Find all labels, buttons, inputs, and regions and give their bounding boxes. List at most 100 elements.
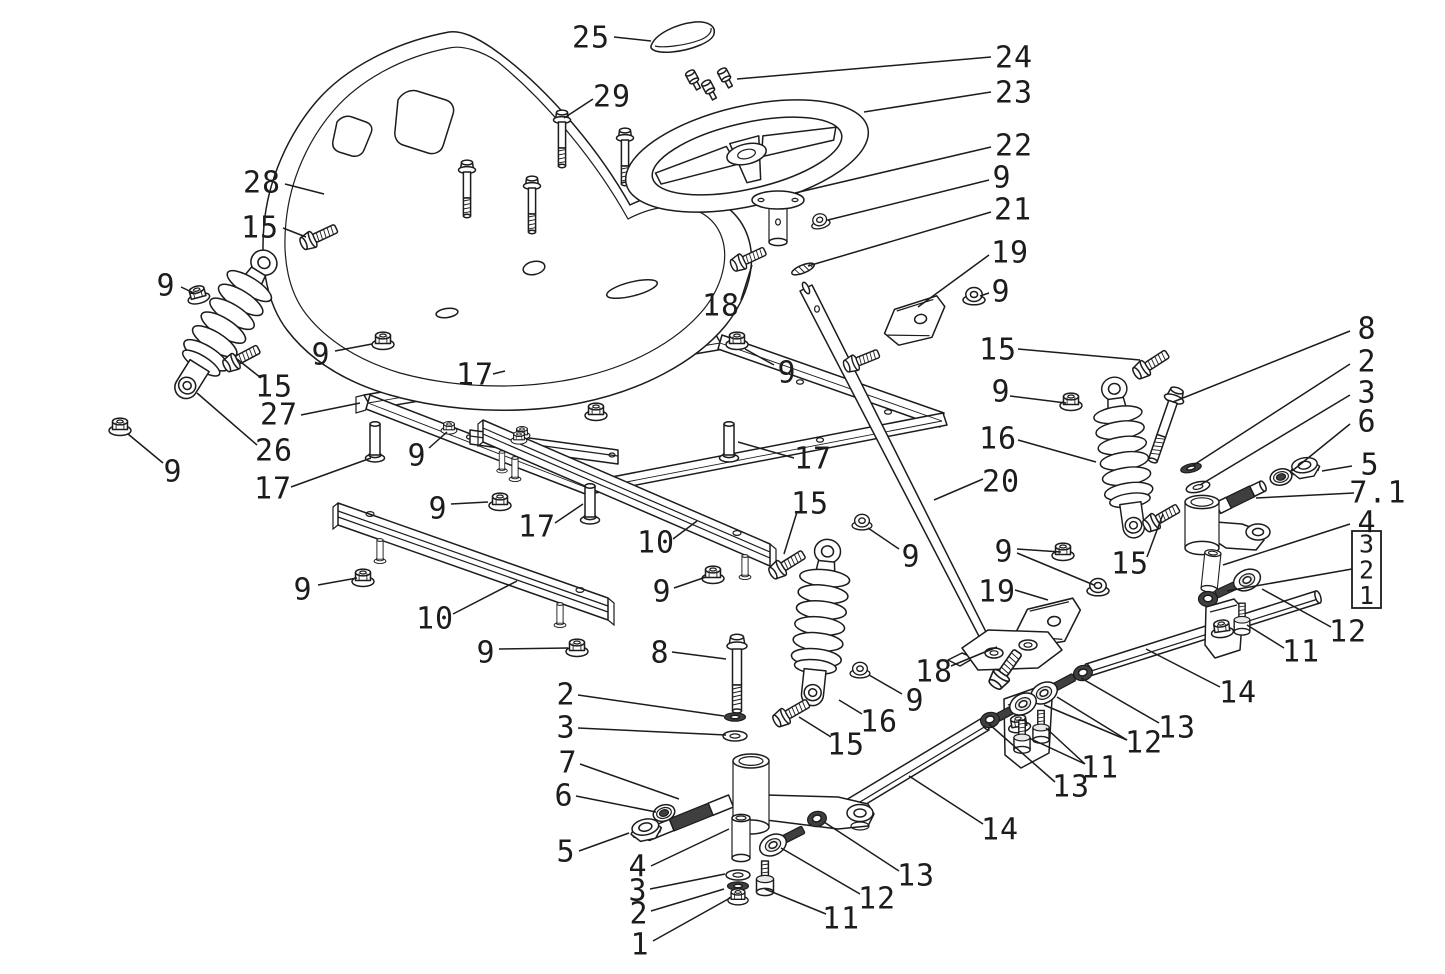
part-label-2: 2 — [629, 897, 648, 932]
flange-nut-9 — [565, 638, 589, 658]
part-label-11: 11 — [1081, 751, 1119, 786]
part-label-9: 9 — [407, 439, 426, 474]
part-label-19: 19 — [991, 236, 1029, 271]
leader-line — [554, 503, 584, 524]
leader-line — [127, 433, 164, 464]
leader-line — [1056, 696, 1128, 741]
leader-line — [300, 402, 361, 416]
hex-nut-5 — [1288, 454, 1322, 481]
leader-line — [577, 727, 727, 736]
part-label-6: 6 — [1357, 405, 1376, 440]
leader-line — [1191, 363, 1351, 467]
seal-6 — [1267, 465, 1295, 489]
leader-line — [1246, 624, 1285, 649]
leader-line — [798, 716, 832, 738]
part-label-15: 15 — [791, 487, 829, 522]
part-label-13: 13 — [1158, 711, 1196, 746]
stacked-parts-box — [1351, 530, 1382, 609]
leader-line — [744, 348, 775, 366]
leader-line — [1146, 513, 1164, 558]
leader-line — [650, 888, 725, 912]
leader-line — [1016, 548, 1062, 553]
flange-nut-9 — [440, 421, 458, 435]
leader-line — [428, 431, 448, 449]
part-label-8: 8 — [1357, 312, 1376, 347]
part-label-20: 20 — [982, 465, 1020, 500]
part-label-9: 9 — [428, 492, 447, 527]
part-label-9: 9 — [991, 275, 1010, 310]
flange-nut-9 — [184, 282, 212, 307]
leader-line — [652, 897, 731, 942]
leader-line — [1199, 394, 1351, 486]
leader-line — [492, 370, 506, 375]
leader-line — [736, 56, 992, 80]
flange-nut — [584, 402, 608, 422]
mount-rail-left — [332, 502, 615, 629]
part-label-9: 9 — [992, 161, 1011, 196]
leader-line — [1145, 648, 1221, 688]
part-label-9: 9 — [777, 356, 796, 391]
part-label-27: 27 — [260, 398, 298, 433]
leader-line — [673, 576, 707, 589]
leader-line — [1226, 568, 1353, 592]
leader-line — [284, 183, 325, 195]
washer-9 — [808, 210, 832, 232]
leader-line — [282, 227, 307, 238]
leader-line — [290, 457, 372, 488]
part-label-23: 23 — [995, 76, 1033, 111]
part-label-10: 10 — [416, 602, 454, 637]
leader-line — [613, 36, 652, 42]
part-label-28: 28 — [243, 166, 281, 201]
part-label-15: 15 — [241, 211, 279, 246]
flange-nut-9 — [488, 492, 512, 512]
part-label-4: 4 — [628, 850, 647, 885]
callout-labels: 2524232292119929281591891527269917917917… — [127, 21, 1406, 963]
spacer-bushing-4 — [731, 813, 751, 863]
leader-line — [672, 520, 698, 540]
part-label-9: 9 — [293, 573, 312, 608]
part-label-3: 3 — [628, 874, 647, 909]
flange-nut-9 — [849, 661, 871, 679]
leader-line — [917, 254, 990, 308]
leader-line — [671, 651, 727, 660]
part-label-1: 1 — [630, 928, 649, 963]
part-label-13: 13 — [1052, 770, 1090, 805]
part-label-18: 18 — [702, 289, 740, 324]
leader-line — [783, 511, 798, 555]
part-label-24: 24 — [995, 41, 1033, 76]
part-label-13: 13 — [897, 859, 935, 894]
part-label-16: 16 — [860, 705, 898, 740]
kingpin-bolt-8 — [1141, 383, 1189, 467]
wheel-screw-24 — [715, 66, 736, 90]
part-label-26: 26 — [255, 434, 293, 469]
washer-2 — [1179, 460, 1203, 476]
steering-hub — [751, 190, 805, 247]
part-label-21: 21 — [994, 193, 1032, 228]
part-label-19: 19 — [978, 575, 1016, 610]
leader-line — [1261, 588, 1332, 628]
part-label-9: 9 — [991, 375, 1010, 410]
leader-line — [1043, 704, 1128, 741]
part-label-29: 29 — [593, 80, 631, 115]
mount-rail-right — [477, 419, 777, 581]
leader-line — [498, 647, 569, 650]
part-label-15: 15 — [255, 370, 293, 405]
part-label-15: 15 — [827, 728, 865, 763]
leader-line — [1222, 523, 1351, 566]
leader-line — [1172, 330, 1351, 403]
leader-line — [334, 343, 373, 352]
leader-line — [579, 763, 680, 800]
leader-line — [867, 527, 900, 550]
part-label-12: 12 — [1125, 726, 1163, 761]
leader-line — [317, 577, 358, 586]
part-label-7: 7 — [558, 746, 577, 781]
spacer-bushing-4 — [1200, 548, 1222, 594]
flange-nut-9 — [725, 331, 749, 351]
flange-nut-9 — [1086, 577, 1110, 597]
leader-line — [988, 723, 1056, 783]
shoulder-bolt-11 — [755, 860, 775, 897]
leader-line — [737, 441, 795, 459]
leader-line — [1017, 439, 1097, 463]
